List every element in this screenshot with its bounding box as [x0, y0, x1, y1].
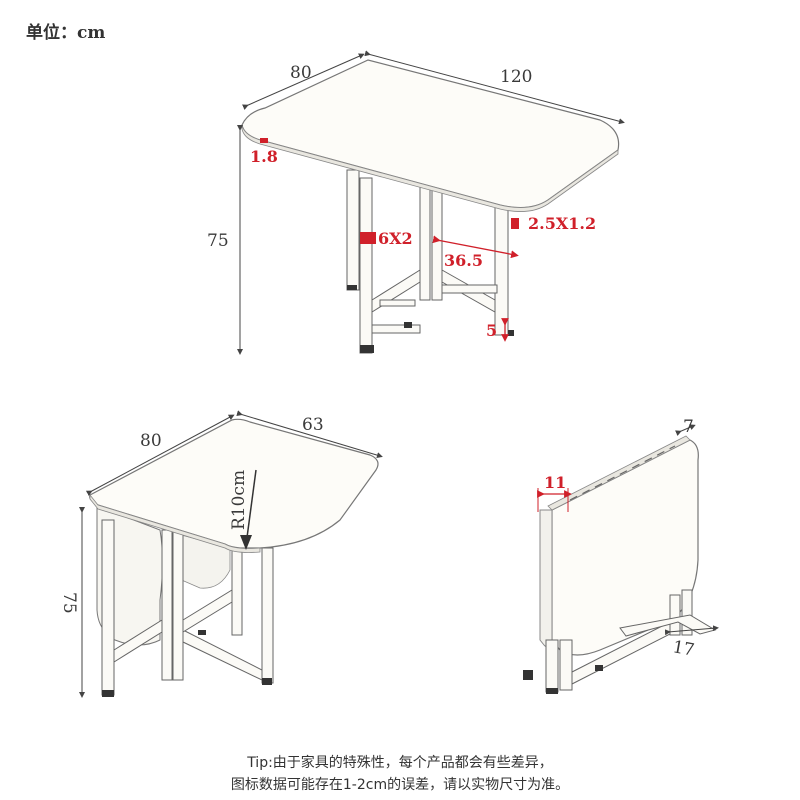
dim-base-depth: 17 [671, 637, 696, 660]
dim-leg-size: 6X2 [378, 229, 413, 248]
dim-top-thickness: 1.8 [250, 147, 278, 166]
dim-beam-size: 2.5X1.2 [528, 214, 596, 233]
table-folded: 7 11 17 [523, 417, 719, 694]
dim-panel-offset: 11 [544, 473, 566, 492]
dim-depth-half: 80 [140, 431, 162, 451]
tip-line-2: 图标数据可能存在1-2cm的误差，请以实物尺寸为准。 [230, 777, 570, 793]
dim-leg-spacing: 36.5 [444, 251, 483, 270]
unit-label: 单位：cm [26, 23, 106, 43]
table-open: 80 120 75 1.8 6X2 2.5X1.2 36.5 5 [207, 50, 625, 355]
dim-depth-top: 80 [290, 63, 312, 83]
table-half: 80 63 75 R10cm [59, 410, 383, 698]
dim-foot-height: 5 [486, 321, 497, 340]
tip-line-1: Tip:由于家具的特殊性，每个产品都会有些差异， [247, 755, 553, 771]
dim-folded-thickness: 7 [683, 417, 694, 437]
dim-width-top: 120 [500, 67, 532, 87]
dim-height-top: 75 [207, 231, 229, 251]
dim-height-half: 75 [59, 592, 79, 614]
dim-width-half: 63 [302, 415, 324, 435]
dim-corner-radius: R10cm [229, 470, 249, 530]
